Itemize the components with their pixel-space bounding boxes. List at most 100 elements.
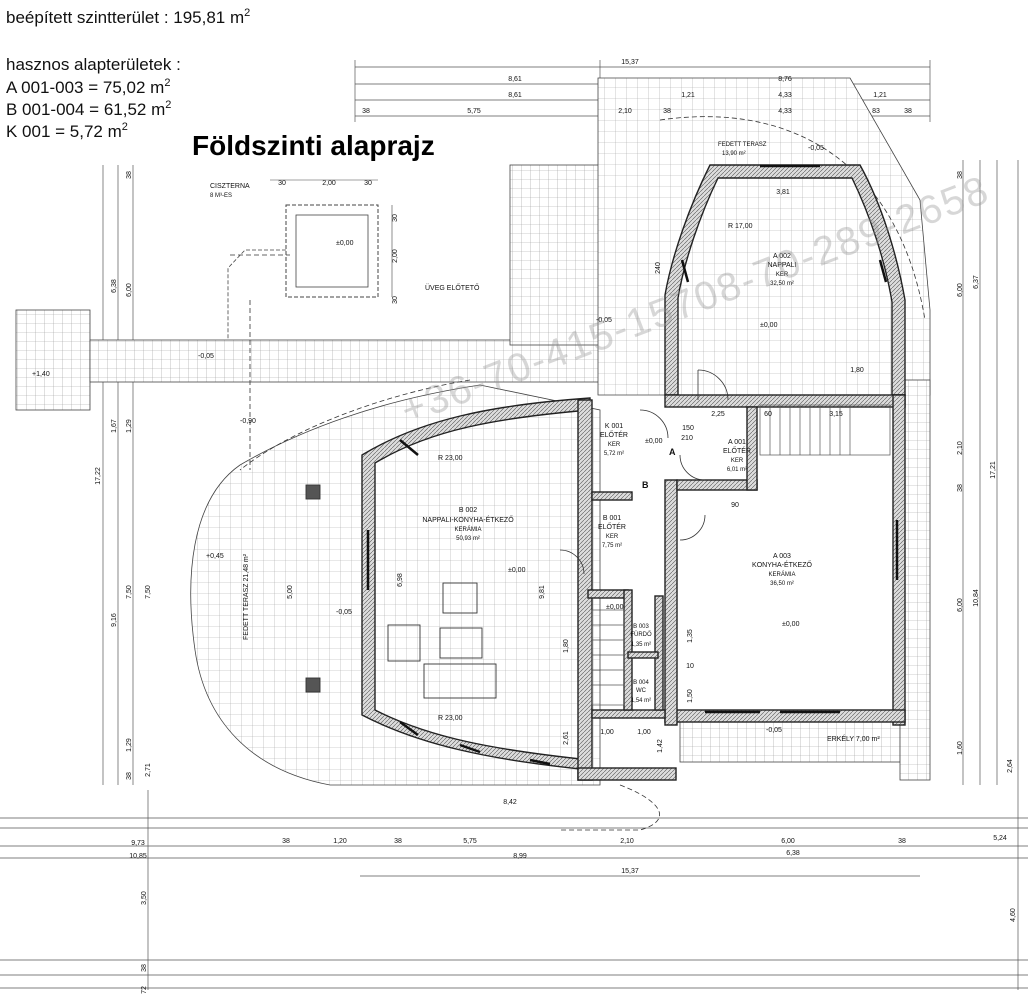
dimension-value: 38 [141,964,148,972]
room-b002-code: B 002 [459,507,477,514]
level-mark: -0,05 [808,145,824,152]
windows [366,164,899,766]
dimension-value: 1,60 [957,741,964,755]
ciszterna-volume: 8 M³-ES [210,193,232,199]
room-b004-area: 1,54 m² [631,698,651,704]
room-k001-floor: KER [608,442,621,448]
room-b003-code: B 003 [633,624,649,630]
dimension-value: 4,33 [778,108,792,115]
level-mark: -0,05 [766,727,782,734]
room-a001-area: 6,01 m² [727,467,747,473]
dimension-value: 4,33 [778,92,792,99]
dimension-value: 15,37 [621,59,639,66]
doors [559,369,729,575]
room-b001-floor: KER [606,534,619,540]
dimension-value: 17,22 [95,467,102,485]
room-k001-name: ELŐTÉR [600,430,628,439]
dimension-value: 83 [872,108,880,115]
level-mark: ±0,00 [508,567,526,574]
living-room-furniture [305,484,497,699]
superscript: 2 [164,77,171,89]
dimension-value: 1,29 [126,419,133,433]
built-area-text: beépített szintterület : 195,81 m [6,8,245,27]
dimension-texts-right: 6,00 6,37 38 2,10 17,21 10,84 6,00 1,60 … [957,171,1017,922]
room-labels: A 002 NAPPALI KER 32,50 m² A 001 ELŐTÉR … [422,253,812,704]
dimension-value: 8,42 [503,799,517,806]
room-a003-area: 36,50 m² [770,581,794,587]
dimension-value: 6,00 [957,283,964,297]
dimension-value: 1,80 [563,639,570,653]
dimension-value: 1,35 [687,629,694,643]
glass-canopy-label: ÜVEG ELŐTETŐ [425,283,480,292]
dimension-value: 7,50 [145,585,152,599]
dimension-value: 60 [764,411,772,418]
dimension-value: 38 [394,838,402,845]
dimension-value: 90 [731,502,739,509]
dimension-value: 3,50 [141,891,148,905]
dimension-value: 240 [655,262,662,274]
room-b001-code: B 001 [603,515,621,522]
dimension-value: 17,21 [990,461,997,479]
dimension-value: 1,67 [111,419,118,433]
room-a001-code: A 001 [728,439,746,446]
dimension-value: 2,64 [1007,759,1014,773]
dimension-value: 1,29 [126,738,133,752]
dimension-value: 1,42 [657,739,664,753]
room-b002-area: 50,93 m² [456,536,480,542]
superscript: 2 [244,7,251,19]
room-b001-area: 7,75 m² [602,543,622,549]
dimension-value: 6,00 [957,598,964,612]
plan-annotations: CISZTERNA 8 M³-ES ÜVEG ELŐTETŐ FEDETT TE… [210,142,880,743]
left-terrace-label: FEDETT TERASZ 21,48 m² [243,553,250,640]
level-mark: -0,05 [596,317,612,324]
dimension-value: 1,20 [333,838,347,845]
dimension-value: 38 [904,108,912,115]
area-k-text: K 001 = 5,72 m [6,122,122,141]
dimension-value: 5,00 [287,585,294,599]
tiled-terraces [15,77,931,786]
area-k-line: K 001 = 5,72 m2 [6,121,128,142]
ciszterna-label: CISZTERNA [210,183,250,190]
level-mark: ±0,00 [760,322,778,329]
level-mark: +0,45 [206,553,224,560]
room-b003-name: FÜRDŐ [630,631,652,638]
room-a002-floor: KER [776,272,789,278]
dimension-value: 6,37 [973,275,980,289]
room-a002-code: A 002 [773,253,791,260]
room-a001-name: ELŐTÉR [723,446,751,455]
dimension-value: 10,85 [129,853,147,860]
dimension-value: 30 [364,180,372,187]
superscript: 2 [165,99,172,111]
entry-b-label: B [642,480,649,490]
radius-b-top-label: R 23,00 [438,455,463,462]
ciszterna [227,179,393,340]
stairs [591,404,891,706]
level-marks: ±0,00 ±0,00 ±0,00 ±0,00 ±0,00 ±0,00 -0,0… [32,145,824,734]
dimension-value: 1,80 [850,367,864,374]
room-a003-floor: KERÁMIA [768,571,795,578]
dimension-value: 8,61 [508,76,522,83]
dimension-value: 9,16 [111,613,118,627]
dimension-value: 8,99 [513,853,527,860]
entry-a-label: A [669,447,676,457]
level-mark: -0,90 [240,418,256,425]
area-a-text: A 001-003 = 75,02 m [6,78,165,97]
dimension-value: 7,50 [126,585,133,599]
dimension-value: 1,21 [873,92,887,99]
room-k001-code: K 001 [605,423,623,430]
dimension-value: 3,15 [829,411,843,418]
dimension-texts-inner: 3,81 1,80 2,25 3,15 9,81 6,98 5,00 1,80 … [287,189,864,753]
radius-b-bottom-label: R 23,00 [438,715,463,722]
dimension-value: 30 [278,180,286,187]
covered-terrace-area: 13,90 m² [722,151,746,157]
room-b002-floor: KERÁMIA [454,526,481,533]
built-area-label: beépített szintterület : 195,81 m2 [6,7,250,28]
room-a002-name: NAPPALI [767,262,796,269]
dimension-value: 2,00 [322,180,336,187]
dimension-value: 15,37 [621,868,639,875]
room-a003-code: A 003 [773,553,791,560]
dimension-value: 30 [392,296,399,304]
dimension-value: 5,24 [993,835,1007,842]
level-mark: -0,05 [336,609,352,616]
